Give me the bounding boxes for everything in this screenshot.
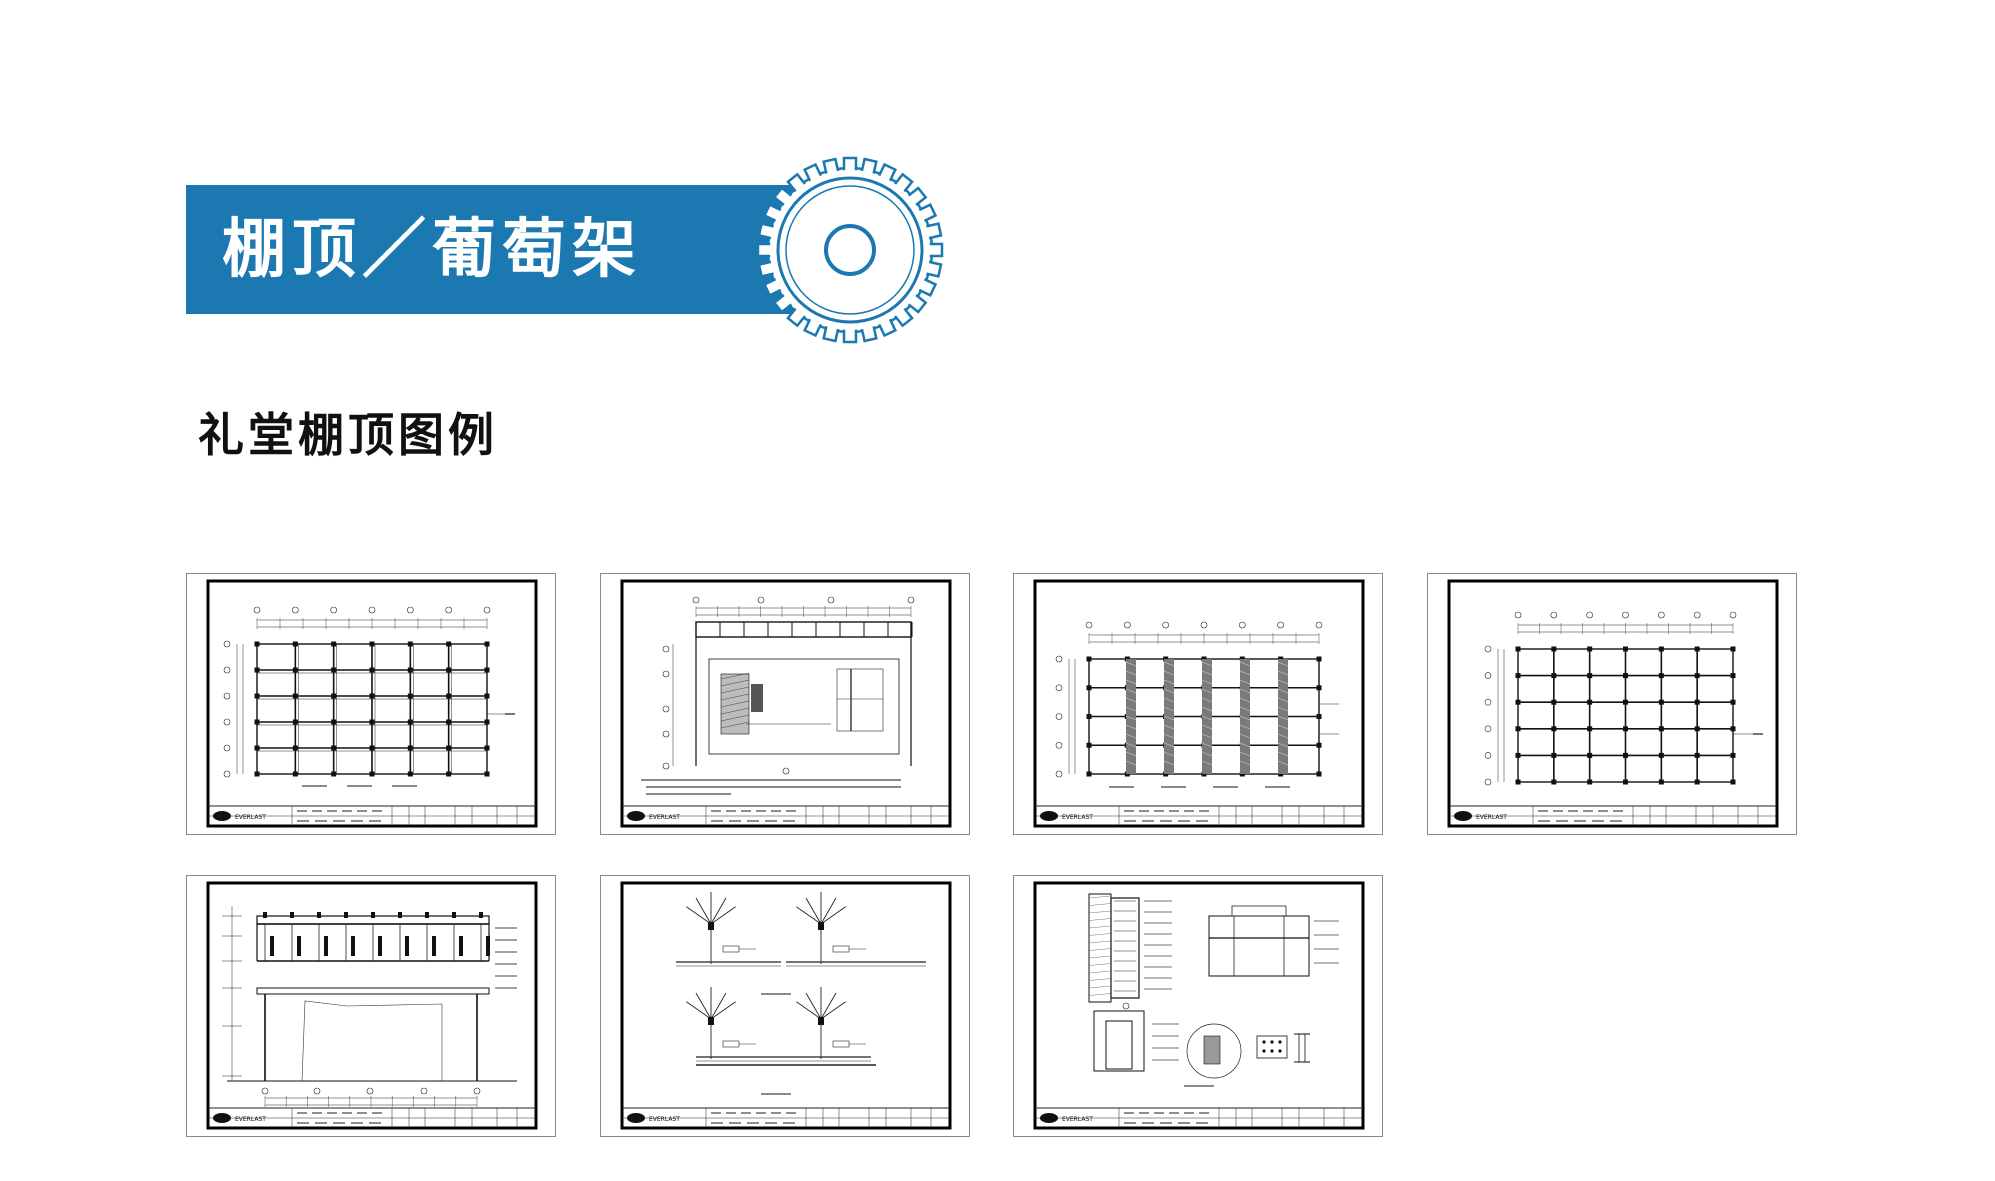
striped-plan-drawing: EVERLAST	[1033, 579, 1365, 828]
drawing-sheet-1[interactable]: EVERLAST	[186, 573, 556, 835]
brand-label: EVERLAST	[1062, 814, 1093, 821]
drawing-sheet-5[interactable]: EVERLAST	[186, 875, 556, 1137]
plan-detail-drawing: EVERLAST	[620, 579, 952, 828]
grid-plan-drawing: EVERLAST	[206, 579, 538, 828]
drawing-sheet-3[interactable]: EVERLAST	[1013, 573, 1383, 835]
brand-label: EVERLAST	[235, 814, 266, 821]
drawing-sheet-6[interactable]: EVERLAST	[600, 875, 970, 1137]
brand-label: EVERLAST	[649, 1116, 680, 1123]
section-title: 礼堂棚顶图例	[198, 408, 498, 462]
elevation-drawing: EVERLAST	[206, 881, 538, 1130]
node-details-drawing: EVERLAST	[620, 881, 952, 1130]
brand-label: EVERLAST	[649, 814, 680, 821]
drawing-sheet-2[interactable]: EVERLAST	[600, 573, 970, 835]
section-details-drawing: EVERLAST	[1033, 881, 1365, 1130]
grid-plan-drawing: EVERLAST	[1447, 579, 1779, 828]
brand-label: EVERLAST	[1062, 1116, 1093, 1123]
gear-icon	[756, 156, 944, 344]
drawing-sheet-7[interactable]: EVERLAST	[1013, 875, 1383, 1137]
drawing-sheet-4[interactable]: EVERLAST	[1427, 573, 1797, 835]
brand-label: EVERLAST	[1476, 814, 1507, 821]
title-banner	[186, 185, 796, 314]
banner-title: 棚顶／葡萄架	[222, 212, 642, 287]
brand-label: EVERLAST	[235, 1116, 266, 1123]
